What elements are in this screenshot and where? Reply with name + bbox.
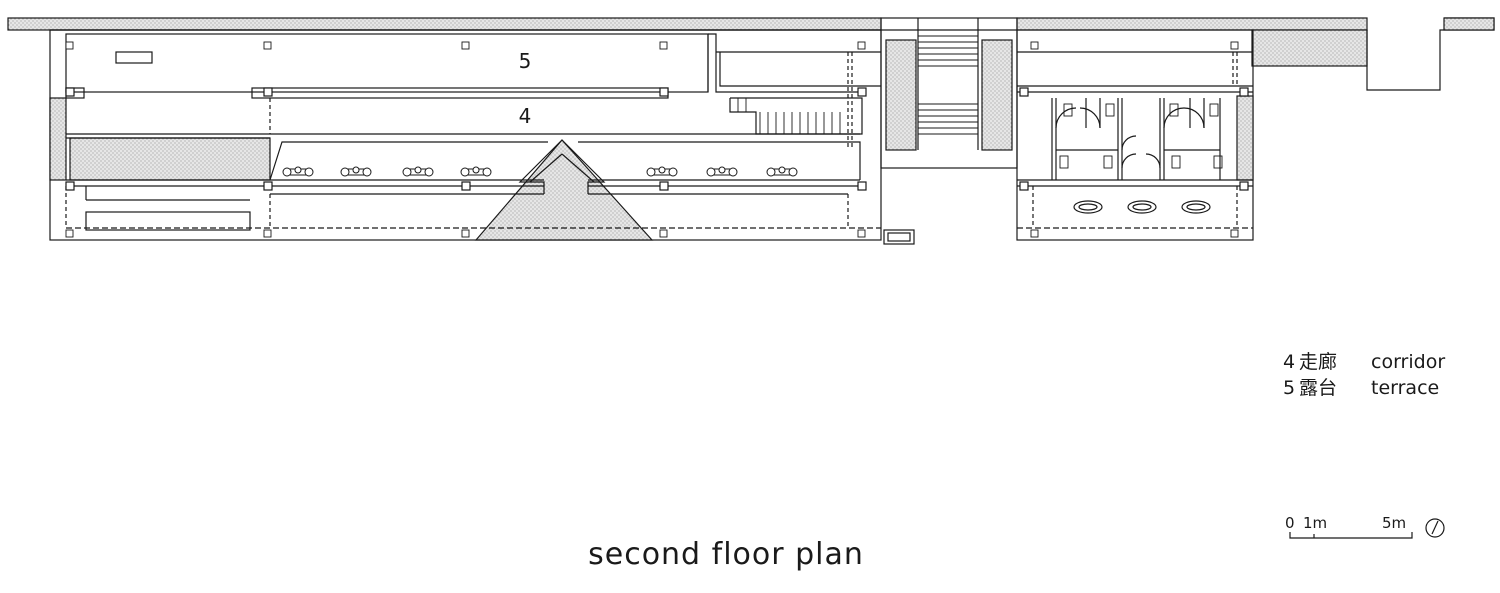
upper-slab-right-block bbox=[1251, 29, 1368, 67]
room-label-terrace: 5 bbox=[519, 49, 532, 73]
legend: 4 走廊 corridor 5 露台 terrace bbox=[1283, 349, 1445, 401]
north-arrow-icon bbox=[1425, 518, 1445, 538]
bench-seating bbox=[282, 166, 798, 177]
scale-label-5m: 5m bbox=[1382, 514, 1407, 532]
legend-item-corridor: 4 走廊 corridor bbox=[1283, 349, 1445, 375]
scale-label-zero: 0 bbox=[1285, 514, 1295, 532]
drawing-title: second floor plan bbox=[588, 537, 864, 572]
upper-slab-right bbox=[1016, 17, 1368, 31]
legend-chinese-label: 露台 bbox=[1299, 377, 1338, 399]
upper-slab-left bbox=[7, 17, 882, 31]
left-block-outline bbox=[49, 29, 882, 241]
legend-chinese-label: 走廊 bbox=[1299, 351, 1338, 373]
legend-number: 5 bbox=[1283, 377, 1296, 399]
room-label-corridor: 4 bbox=[519, 104, 532, 128]
legend-item-terrace: 5 露台 terrace bbox=[1283, 375, 1445, 401]
legend-english-label: terrace bbox=[1371, 377, 1440, 399]
legend-number: 4 bbox=[1283, 351, 1296, 373]
scale-label-1m: 1m bbox=[1303, 514, 1328, 532]
legend-english-label: corridor bbox=[1371, 351, 1446, 373]
triangular-skylight bbox=[474, 139, 654, 241]
scale-bar bbox=[1289, 532, 1413, 539]
